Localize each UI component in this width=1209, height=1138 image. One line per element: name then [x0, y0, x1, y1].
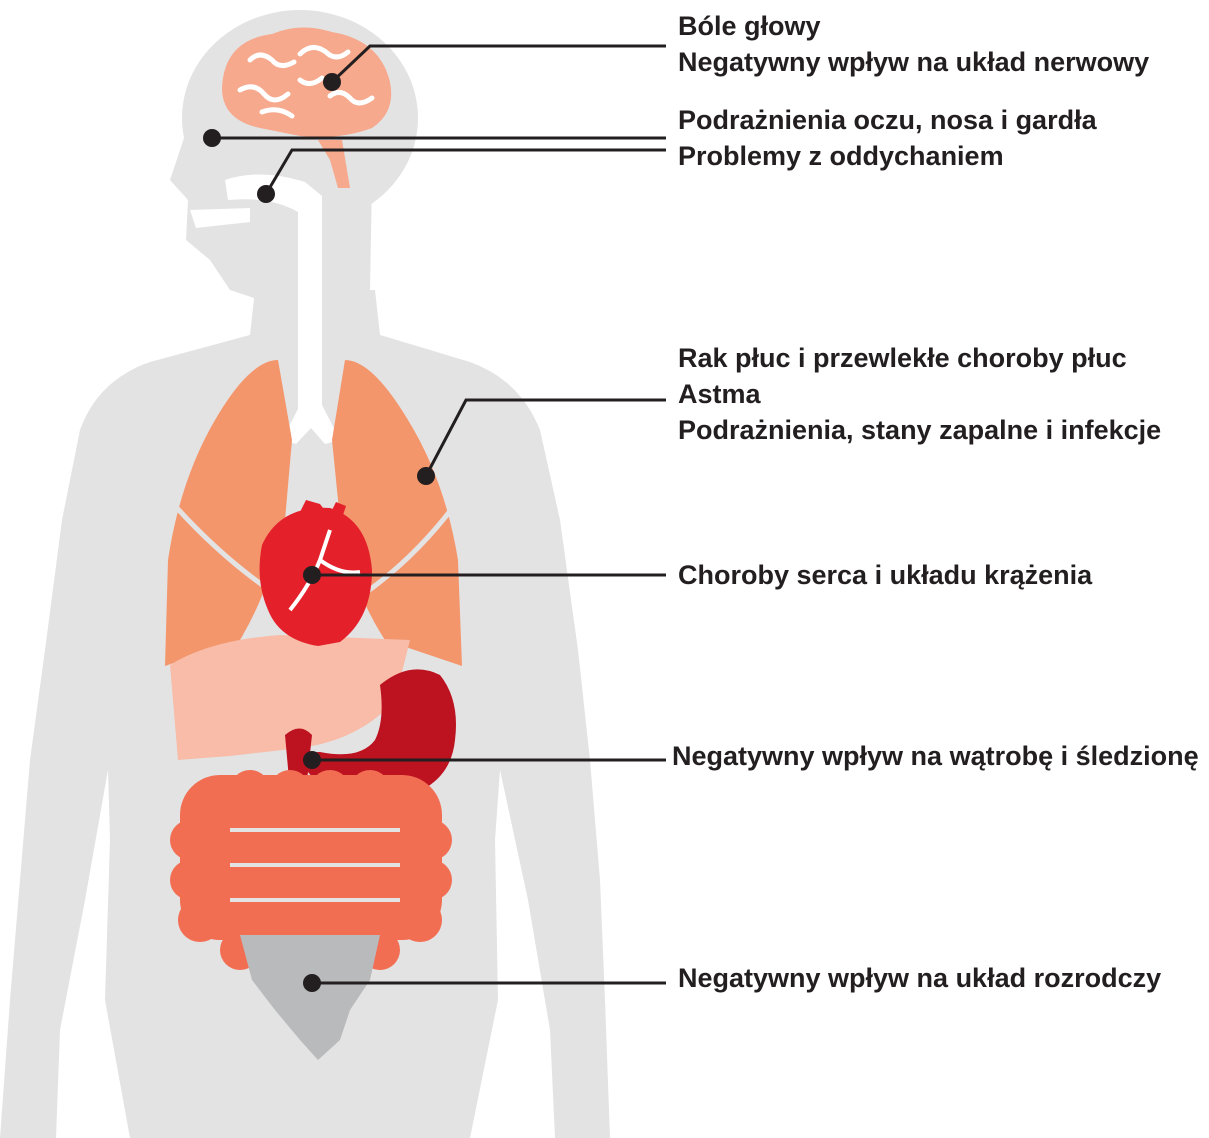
label-text: Problemy z oddychaniem — [678, 138, 1004, 174]
point-reproductive — [303, 974, 321, 992]
point-heart — [303, 566, 321, 584]
point-liver — [303, 751, 321, 769]
label-text: Choroby serca i układu krążenia — [678, 557, 1092, 593]
label-text: Podrażnienia, stany zapalne i infekcje — [678, 412, 1161, 448]
label-liver: Negatywny wpływ na wątrobę i śledzionę — [672, 738, 1199, 774]
label-head: Bóle głowy Negatywny wpływ na układ nerw… — [678, 8, 1149, 80]
label-text: Negatywny wpływ na układ nerwowy — [678, 44, 1149, 80]
label-text: Bóle głowy — [678, 8, 1149, 44]
point-lungs — [417, 467, 435, 485]
label-text: Negatywny wpływ na układ rozrodczy — [678, 960, 1161, 996]
point-eyes — [203, 129, 221, 147]
label-eyes: Podrażnienia oczu, nosa i gardła — [678, 102, 1097, 138]
label-text: Negatywny wpływ na wątrobę i śledzionę — [672, 738, 1199, 774]
label-reproductive: Negatywny wpływ na układ rozrodczy — [678, 960, 1161, 996]
label-text: Astma — [678, 376, 1161, 412]
label-text: Podrażnienia oczu, nosa i gardła — [678, 102, 1097, 138]
point-head — [323, 73, 341, 91]
label-text: Rak płuc i przewlekłe choroby płuc — [678, 340, 1161, 376]
point-throat — [257, 185, 275, 203]
label-heart: Choroby serca i układu krążenia — [678, 557, 1092, 593]
label-throat: Problemy z oddychaniem — [678, 138, 1004, 174]
label-lungs: Rak płuc i przewlekłe choroby płuc Astma… — [678, 340, 1161, 448]
